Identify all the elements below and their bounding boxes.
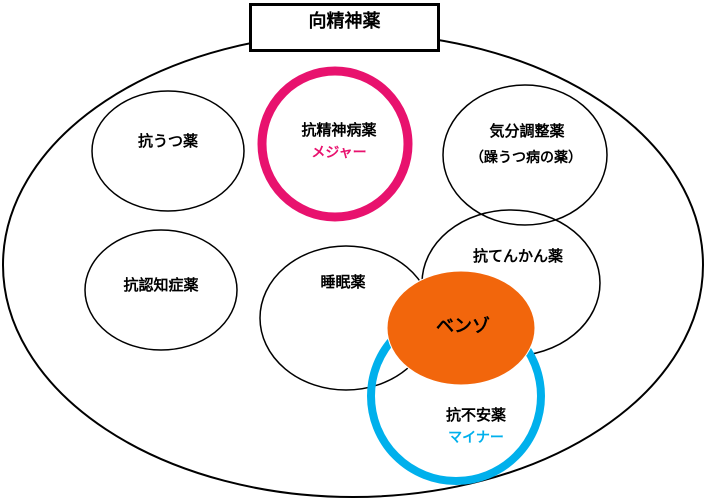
mood-stabilizer-label: 気分調整薬	[489, 122, 564, 140]
mood-stabilizer-sub-label: （躁うつ病の薬）	[470, 149, 582, 166]
antidepressant-circle	[91, 90, 245, 212]
page-title: 向精神薬	[308, 10, 381, 32]
anxiolytic-sub-label: マイナー	[448, 430, 504, 446]
antipsychotic-label: 抗精神病薬	[301, 121, 376, 139]
title-box: 向精神薬	[249, 3, 440, 52]
antidementia-label: 抗認知症薬	[123, 276, 198, 294]
antidepressant-label: 抗うつ薬	[138, 132, 198, 150]
mood-stabilizer-circle	[442, 84, 608, 226]
benzo-label: ベンゾ	[436, 316, 490, 337]
antidementia-circle	[84, 229, 238, 351]
antipsychotic-sub-label: メジャー	[311, 145, 366, 161]
hypnotic-label: 睡眠薬	[320, 273, 365, 291]
benzo-circle	[386, 270, 536, 386]
antipsychotic-circle	[257, 66, 413, 222]
antiepileptic-label: 抗てんかん薬	[473, 247, 563, 265]
anxiolytic-label: 抗不安薬	[446, 406, 506, 424]
